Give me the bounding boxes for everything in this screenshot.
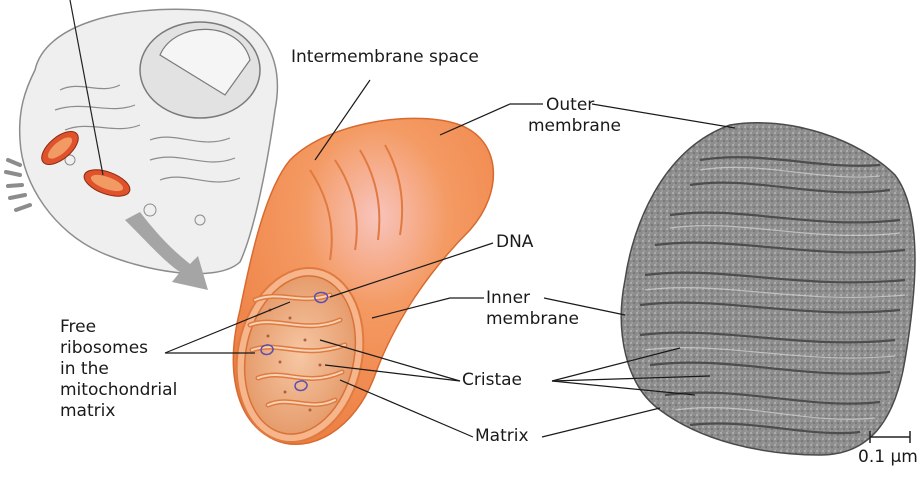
label-free-ribosomes-line4: mitochondrial <box>60 380 177 401</box>
label-free-ribosomes-line5: matrix <box>60 401 177 422</box>
label-free-ribosomes-line2: ribosomes <box>60 338 177 359</box>
label-inner-membrane: Inner membrane <box>486 288 579 330</box>
label-inner-membrane-line2: membrane <box>486 309 579 330</box>
electron-micrograph <box>621 123 915 455</box>
label-matrix: Matrix <box>475 426 529 447</box>
label-outer-membrane-line2: membrane <box>528 116 610 137</box>
label-scale-bar: 0.1 µm <box>858 447 918 468</box>
label-cristae: Cristae <box>462 370 522 391</box>
label-free-ribosomes-line1: Free <box>60 317 177 338</box>
label-outer-membrane-line1: Outer <box>540 95 610 116</box>
label-free-ribosomes: Free ribosomes in the mitochondrial matr… <box>60 317 177 422</box>
label-inner-membrane-line1: Inner <box>486 288 579 309</box>
label-outer-membrane: Outer membrane <box>540 95 610 137</box>
label-intermembrane-space: Intermembrane space <box>291 47 479 68</box>
label-free-ribosomes-line3: in the <box>60 359 177 380</box>
label-dna: DNA <box>496 232 533 253</box>
